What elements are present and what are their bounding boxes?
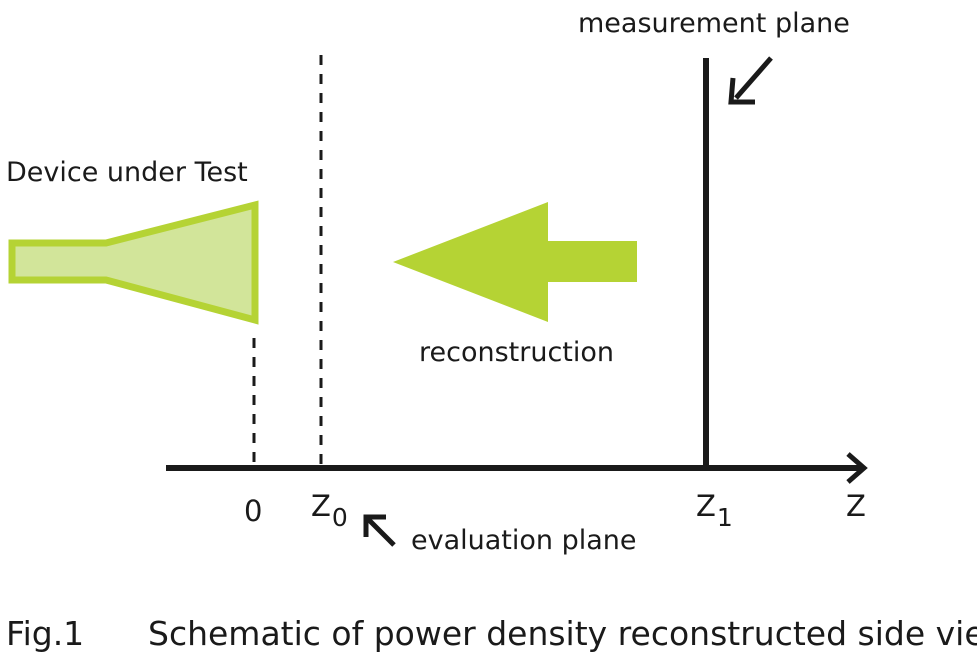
z1-tick-label: Z1 bbox=[696, 489, 733, 531]
measurement-plane-pointer-arrow bbox=[728, 56, 773, 105]
evaluation-plane-pointer-arrow bbox=[363, 514, 396, 547]
evaluation-plane-label: evaluation plane bbox=[411, 525, 637, 556]
z-axis-label: Z bbox=[846, 489, 866, 523]
figure-caption: Schematic of power density reconstructed… bbox=[148, 614, 977, 653]
device-horn bbox=[8, 200, 259, 325]
origin-tick-label: 0 bbox=[244, 494, 263, 528]
z0-base: Z bbox=[311, 489, 331, 523]
reconstruction-arrow bbox=[393, 202, 637, 322]
z1-subscript: 1 bbox=[716, 503, 733, 532]
reconstruction-label: reconstruction bbox=[419, 337, 615, 368]
measurement-plane-label: measurement plane bbox=[578, 8, 850, 39]
z0-tick-label: Z0 bbox=[311, 489, 348, 531]
z0-subscript: 0 bbox=[331, 503, 348, 532]
figure-number: Fig.1 bbox=[6, 614, 85, 653]
device-under-test-label: Device under Test bbox=[6, 157, 248, 188]
z-axis-arrowhead bbox=[846, 452, 868, 484]
z1-base: Z bbox=[696, 489, 716, 523]
